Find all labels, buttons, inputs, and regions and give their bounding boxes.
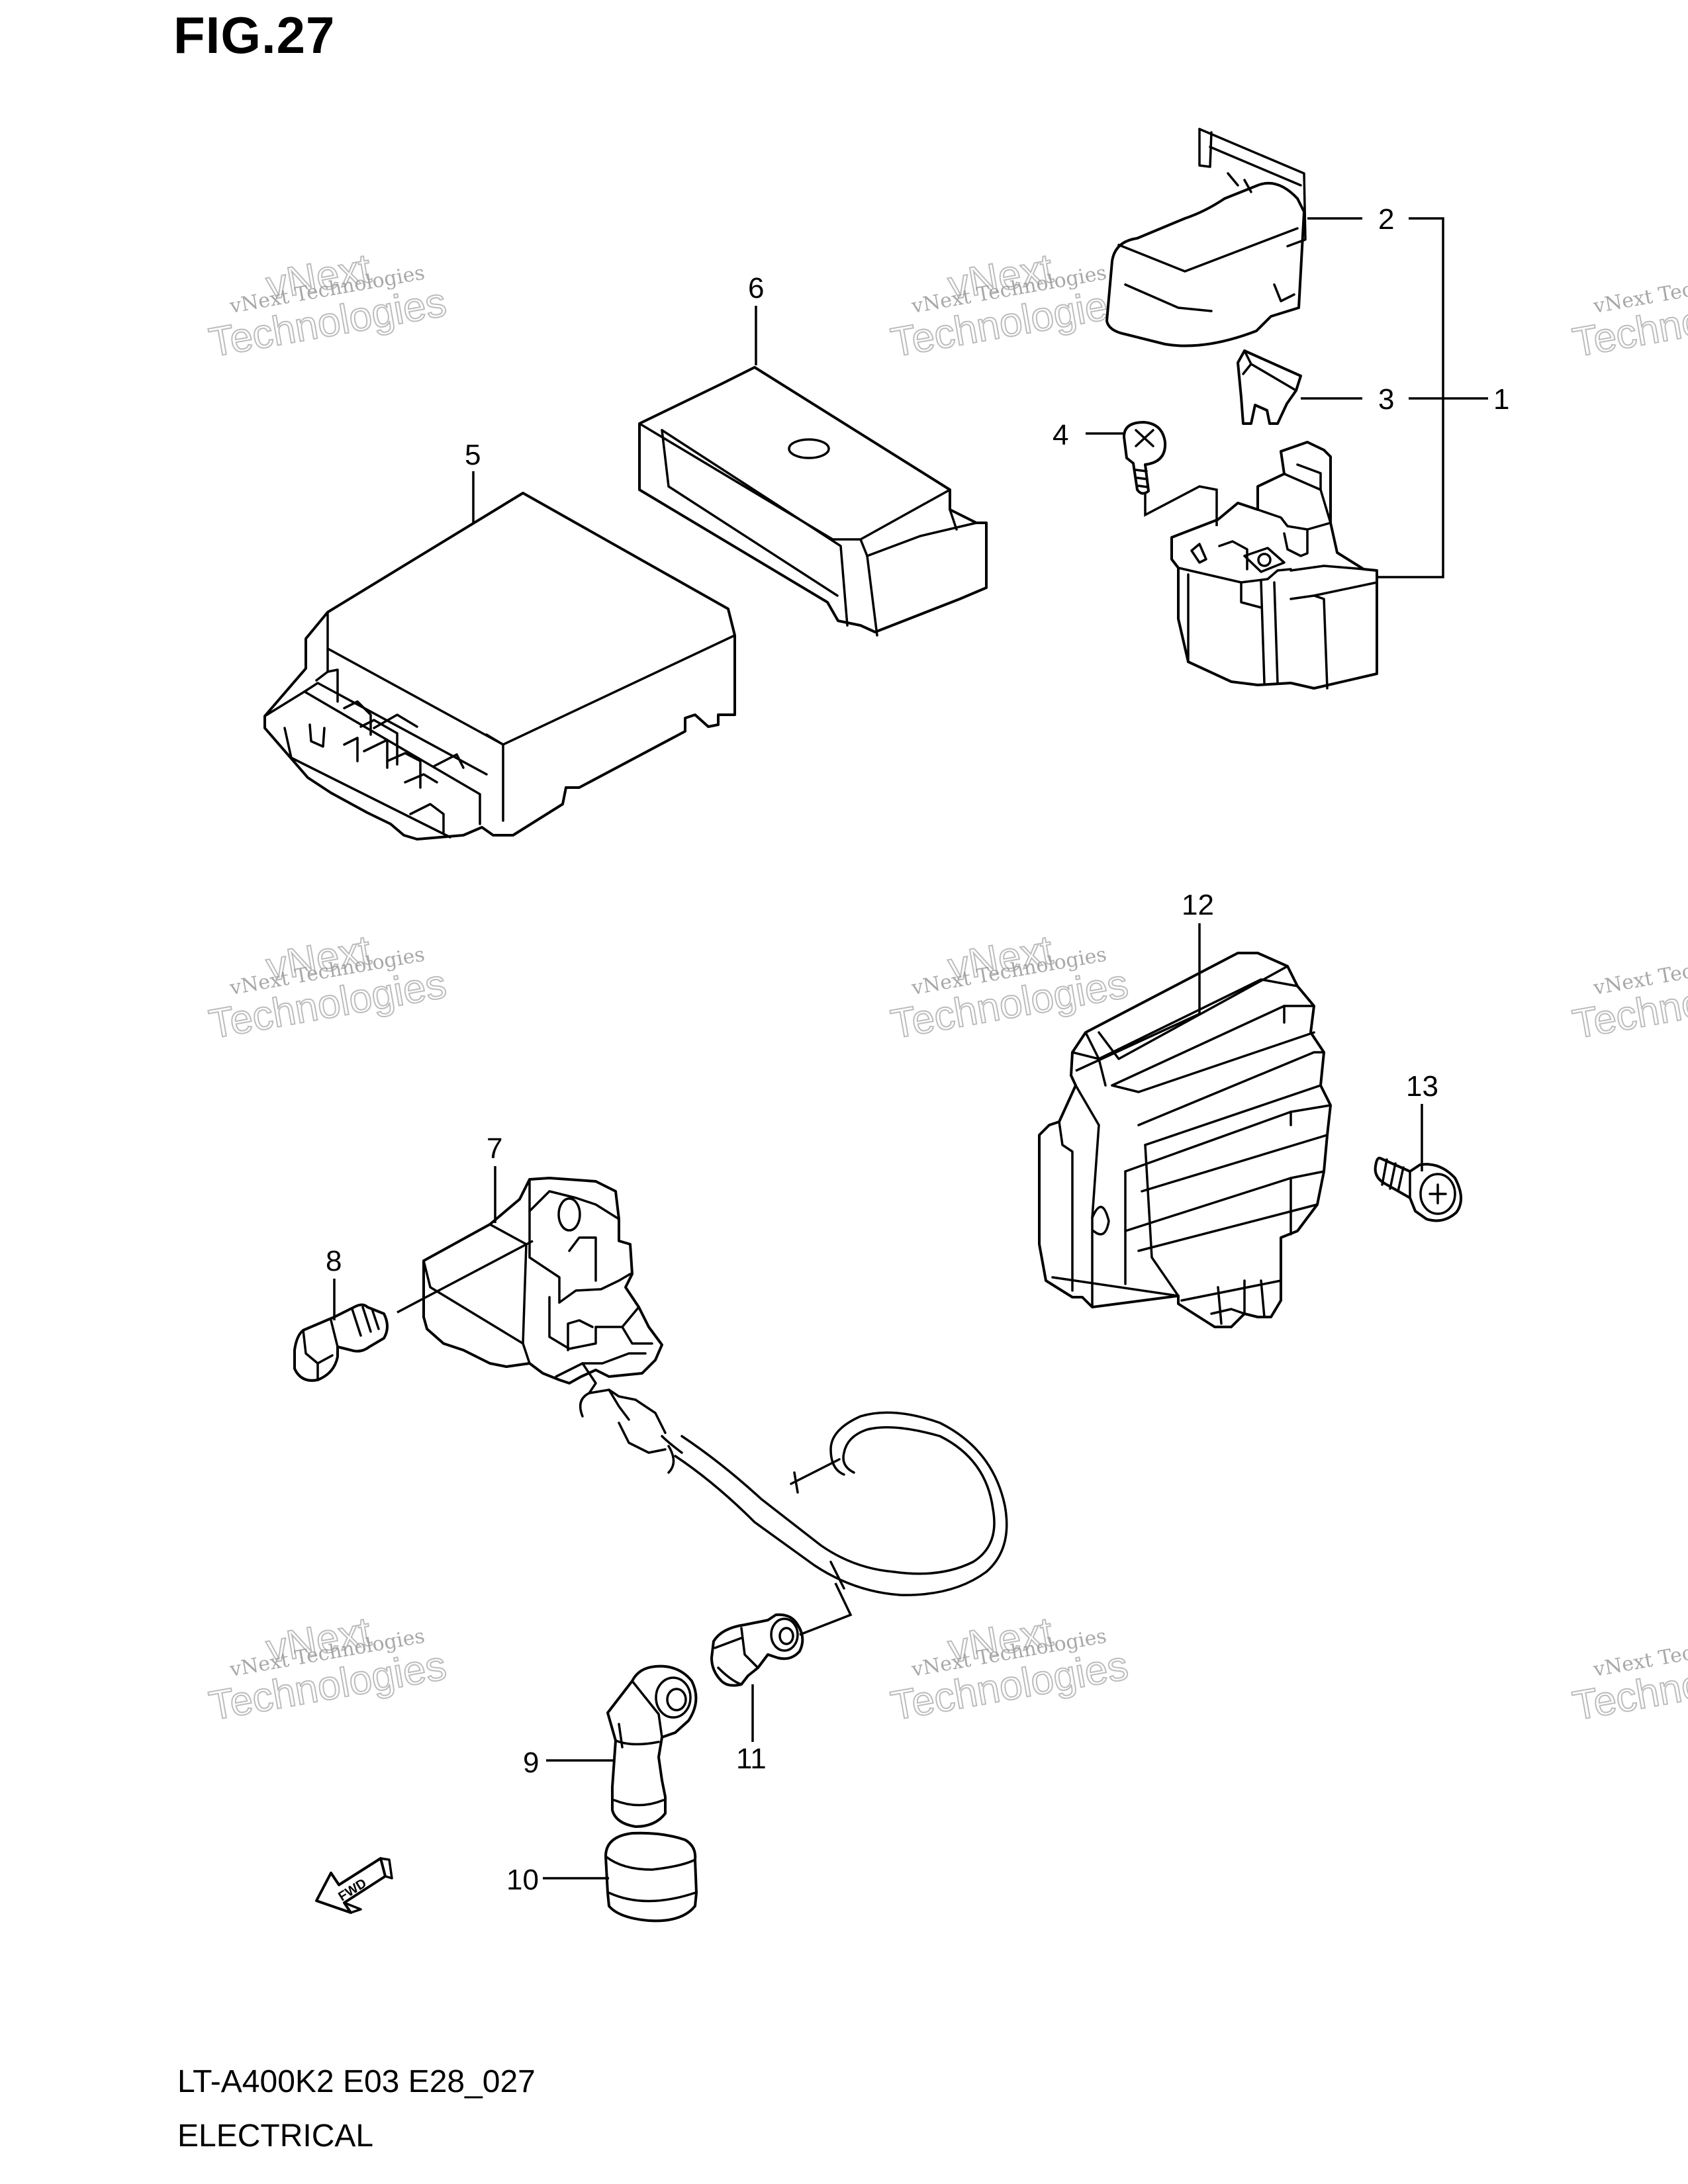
callout-2: 2 — [1378, 203, 1394, 236]
watermark-layer: Technologies vNext vNext Technologies Te… — [205, 245, 1688, 1730]
part-9-spark-plug-cap[interactable] — [606, 1664, 698, 1828]
callout-1: 1 — [1493, 383, 1509, 416]
part-4-screw[interactable] — [1123, 421, 1167, 495]
assembly-guide-line — [397, 1240, 534, 1314]
part-8-bolt[interactable] — [293, 1303, 389, 1382]
assembly-guide-line — [1144, 485, 1218, 526]
section-name: ELECTRICAL — [177, 2118, 374, 2154]
callout-9: 9 — [523, 1747, 539, 1779]
watermark: Technologies vNext vNext Technologies — [205, 927, 450, 1048]
part-6-rubber-cover[interactable] — [638, 366, 988, 637]
part-12-regulator-rectifier[interactable] — [1038, 952, 1332, 1328]
part-3-fuse[interactable] — [1237, 349, 1302, 425]
watermark: Technologies vNext vNext Technologies — [887, 1608, 1132, 1730]
callout-12: 12 — [1182, 889, 1214, 921]
callout-7: 7 — [487, 1132, 502, 1165]
leader-lines — [333, 217, 1488, 1880]
watermark: Technologies vNext vNext Technologies — [887, 245, 1132, 367]
part-11-terminal[interactable] — [710, 1613, 804, 1687]
figure-title: FIG.27 — [173, 6, 336, 64]
callout-6: 6 — [748, 272, 764, 304]
watermark: Technologies vNext Technologies — [1569, 1625, 1688, 1730]
part-1-starter-relay[interactable] — [1170, 441, 1378, 690]
model-code: LT-A400K2 E03 E28_027 — [177, 2064, 536, 2099]
watermark: Technologies vNext vNext Technologies — [205, 245, 450, 367]
callout-13: 13 — [1406, 1070, 1438, 1103]
callout-8: 8 — [326, 1245, 342, 1277]
callout-numbers: 2 3 1 4 6 5 12 13 7 8 9 11 10 — [326, 203, 1509, 1896]
part-2-relay-cover[interactable] — [1105, 128, 1307, 347]
watermark: Technologies vNext vNext Technologies — [205, 1608, 450, 1730]
part-10-cap-cover[interactable] — [604, 1831, 698, 1923]
watermark: Technologies vNext Technologies — [1569, 943, 1688, 1048]
assembly-guide-line — [799, 1582, 853, 1636]
callout-11: 11 — [736, 1743, 767, 1775]
callout-3: 3 — [1378, 383, 1394, 416]
part-13-bolt[interactable] — [1374, 1156, 1462, 1222]
part-5-cdi-unit[interactable] — [263, 492, 736, 841]
fwd-direction-arrow: FWD — [315, 1857, 393, 1914]
callout-4: 4 — [1053, 419, 1068, 451]
part-7-ignition-coil[interactable] — [422, 1177, 1008, 1596]
callout-10: 10 — [506, 1864, 539, 1896]
callout-5: 5 — [465, 439, 481, 471]
watermark: Technologies vNext Technologies — [1569, 261, 1688, 367]
